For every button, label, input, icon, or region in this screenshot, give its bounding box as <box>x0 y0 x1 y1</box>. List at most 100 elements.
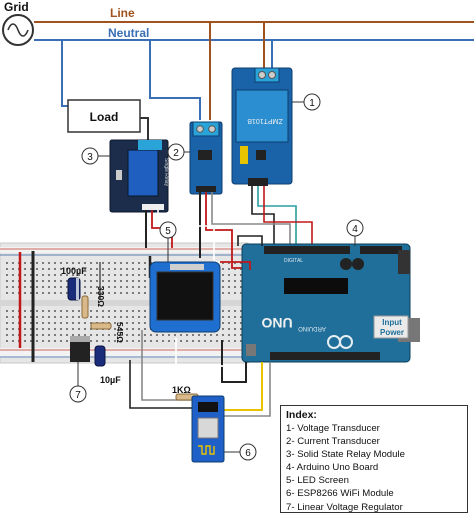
breadboard-hole <box>60 286 62 288</box>
breadboard-hole <box>108 286 110 288</box>
breadboard-hole <box>132 274 134 276</box>
breadboard-hole <box>60 268 62 270</box>
breadboard-hole <box>36 316 38 318</box>
breadboard-hole <box>240 268 242 270</box>
breadboard-hole <box>90 286 92 288</box>
breadboard-hole <box>138 286 140 288</box>
breadboard-hole <box>42 334 44 336</box>
breadboard-hole <box>114 268 116 270</box>
callout-6: 6 <box>224 443 257 461</box>
breadboard-hole <box>54 340 56 342</box>
breadboard-hole <box>60 280 62 282</box>
breadboard-hole <box>240 274 242 276</box>
breadboard-hole <box>66 262 68 264</box>
breadboard-hole <box>186 334 188 336</box>
zmpt-wire-black <box>251 186 275 246</box>
breadboard-hole <box>126 340 128 342</box>
uno-label: UNO <box>261 315 292 331</box>
breadboard-hole <box>66 268 68 270</box>
breadboard-hole <box>72 274 74 276</box>
breadboard-hole <box>222 334 224 336</box>
breadboard-hole <box>126 328 128 330</box>
breadboard-hole <box>132 316 134 318</box>
res-1k-label: 1KΩ <box>172 385 191 395</box>
breadboard-hole <box>6 268 8 270</box>
breadboard-hole <box>222 286 224 288</box>
breadboard-hole <box>132 322 134 324</box>
breadboard-hole <box>222 268 224 270</box>
breadboard-hole <box>222 280 224 282</box>
breadboard-hole <box>120 328 122 330</box>
callout-2: 2 <box>167 143 190 161</box>
breadboard-hole <box>180 334 182 336</box>
breadboard-hole <box>36 268 38 270</box>
breadboard-hole <box>84 280 86 282</box>
voltage-regulator <box>70 336 90 362</box>
breadboard-hole <box>6 340 8 342</box>
breadboard-hole <box>240 340 242 342</box>
breadboard-hole <box>138 268 140 270</box>
callout-1: 1 <box>292 93 321 111</box>
breadboard-hole <box>72 268 74 270</box>
breadboard-hole <box>114 334 116 336</box>
breadboard-hole <box>144 316 146 318</box>
breadboard-hole <box>48 334 50 336</box>
breadboard-hole <box>6 274 8 276</box>
breadboard-hole <box>114 286 116 288</box>
breadboard-hole <box>144 322 146 324</box>
breadboard-hole <box>30 322 32 324</box>
breadboard-hole <box>84 322 86 324</box>
breadboard-hole <box>24 268 26 270</box>
breadboard-hole <box>234 292 236 294</box>
breadboard-hole <box>126 274 128 276</box>
capacitor-10uf <box>94 345 106 367</box>
load-box: Load <box>67 99 141 133</box>
breadboard-hole <box>78 316 80 318</box>
breadboard-hole <box>102 286 104 288</box>
neutral-drop-wire <box>149 40 201 120</box>
breadboard-hole <box>6 292 8 294</box>
breadboard-hole <box>6 286 8 288</box>
breadboard-hole <box>168 334 170 336</box>
wire-black-bottom <box>221 340 247 383</box>
callout-3-number: 3 <box>87 152 93 163</box>
breadboard-hole <box>192 334 194 336</box>
breadboard-hole <box>108 334 110 336</box>
breadboard-hole <box>60 292 62 294</box>
breadboard-hole <box>36 334 38 336</box>
breadboard-hole <box>54 322 56 324</box>
breadboard-hole <box>48 274 50 276</box>
breadboard-hole <box>132 280 134 282</box>
arduino-brand-label: ARDUINO <box>298 325 326 331</box>
breadboard-hole <box>132 328 134 330</box>
breadboard-hole <box>120 340 122 342</box>
index-title: Index: <box>286 409 317 421</box>
breadboard-hole <box>132 310 134 312</box>
cap-100uf-label: 100µF <box>61 266 87 276</box>
breadboard-hole <box>12 328 14 330</box>
breadboard-hole <box>240 310 242 312</box>
breadboard-hole <box>72 310 74 312</box>
breadboard-hole <box>228 292 230 294</box>
breadboard-hole <box>54 286 56 288</box>
breadboard-hole <box>24 286 26 288</box>
callout-7: 7 <box>69 362 87 403</box>
breadboard-hole <box>228 316 230 318</box>
callout-5: 5 <box>159 221 177 262</box>
breadboard-hole <box>60 262 62 264</box>
callout-6-number: 6 <box>245 448 251 459</box>
index-item-5: 5- LED Screen <box>286 475 349 487</box>
load-to-relay-wire <box>140 117 149 142</box>
breadboard-hole <box>150 340 152 342</box>
breadboard-hole <box>30 262 32 264</box>
breadboard-hole <box>48 328 50 330</box>
breadboard-hole <box>66 322 68 324</box>
breadboard-hole <box>54 328 56 330</box>
breadboard-hole <box>48 286 50 288</box>
breadboard-hole <box>234 340 236 342</box>
breadboard-hole <box>102 340 104 342</box>
breadboard-hole <box>60 334 62 336</box>
breadboard-hole <box>210 334 212 336</box>
breadboard-hole <box>156 334 158 336</box>
